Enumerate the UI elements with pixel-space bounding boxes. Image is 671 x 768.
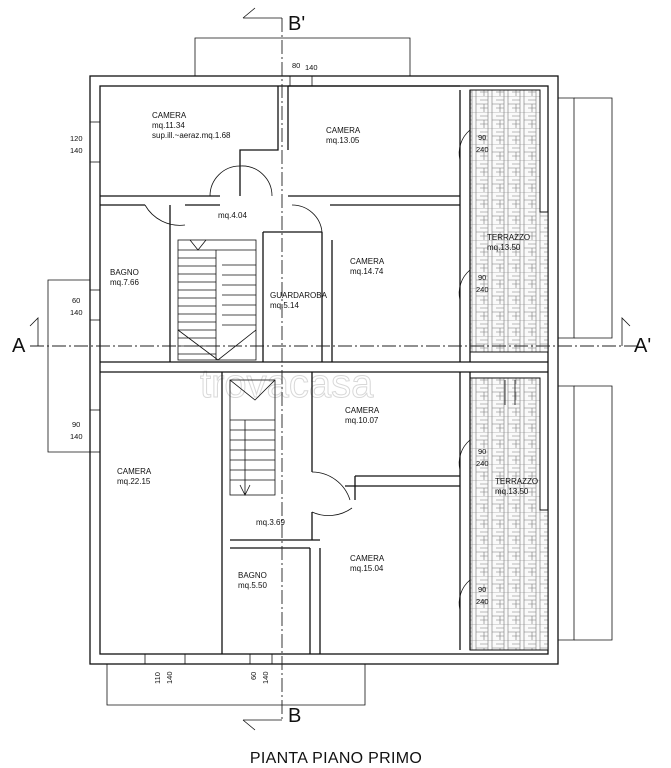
watermark: trovacasa xyxy=(200,362,374,406)
window-bottom-2-height: 140 xyxy=(261,671,270,684)
window-left-2-height: 140 xyxy=(70,308,83,317)
room-camera-2-name: CAMERA xyxy=(326,126,361,135)
room-camera-2-area: mq.13.05 xyxy=(326,136,360,145)
window-right-4-width: 90 xyxy=(478,585,486,594)
section-label-a: A xyxy=(12,335,26,357)
window-bottom-2-width: 60 xyxy=(249,672,258,680)
room-bagno-2-name: BAGNO xyxy=(238,571,267,580)
room-terrazzo-2-name: TERRAZZO xyxy=(495,477,538,486)
room-camera-5-name: CAMERA xyxy=(117,467,152,476)
window-right-1-width: 90 xyxy=(478,133,486,142)
room-camera-1-area: mq.11.34 xyxy=(152,121,185,130)
window-right-1-height: 240 xyxy=(476,145,489,154)
room-guardaroba-name: GUARDAROBA xyxy=(270,291,328,300)
window-right-3-height: 240 xyxy=(476,459,489,468)
room-camera-3-name: CAMERA xyxy=(350,257,385,266)
room-camera-6-name: CAMERA xyxy=(350,554,385,563)
room-guardaroba-area: mq.5.14 xyxy=(270,301,299,310)
terraces xyxy=(459,89,549,651)
window-right-3-width: 90 xyxy=(478,447,486,456)
window-right-2-height: 240 xyxy=(476,285,489,294)
window-top-height: 140 xyxy=(305,63,318,72)
room-camera-1-name: CAMERA xyxy=(152,111,187,120)
window-left-3-width: 90 xyxy=(72,420,80,429)
section-lines xyxy=(29,7,640,731)
window-left-1-height: 140 xyxy=(70,146,83,155)
section-label-b-prime: B' xyxy=(288,13,305,35)
window-right-2-width: 90 xyxy=(478,273,486,282)
window-top-width: 80 xyxy=(292,61,300,70)
window-marks xyxy=(89,75,313,665)
interior-walls-upper xyxy=(100,85,471,362)
room-camera-3-area: mq.14.74 xyxy=(350,267,384,276)
room-camera-1-extra: sup.ill.~aeraz.mq.1.68 xyxy=(152,131,231,140)
room-terrazzo-2-area: mq.13.50 xyxy=(495,487,529,496)
room-terrazzo-1-area: mq.13.50 xyxy=(487,243,521,252)
window-left-3-height: 140 xyxy=(70,432,83,441)
window-right-4-height: 240 xyxy=(476,597,489,606)
window-left-1-width: 120 xyxy=(70,134,83,143)
section-label-a-prime: A' xyxy=(634,335,651,357)
room-bagno-1-name: BAGNO xyxy=(110,268,139,277)
room-disimpegno-2-area: mq.3.69 xyxy=(256,518,285,527)
room-camera-6-area: mq.15.04 xyxy=(350,564,384,573)
room-camera-4-area: mq.10.07 xyxy=(345,416,379,425)
room-terrazzo-1-name: TERRAZZO xyxy=(487,233,530,242)
room-camera-5-area: mq.22.15 xyxy=(117,477,151,486)
plan-title: PIANTA PIANO PRIMO xyxy=(250,750,422,767)
window-bottom-1-height: 140 xyxy=(165,671,174,684)
room-camera-4-name: CAMERA xyxy=(345,406,380,415)
window-left-2-width: 60 xyxy=(72,296,80,305)
window-bottom-1-width: 110 xyxy=(153,672,162,684)
room-bagno-2-area: mq.5.50 xyxy=(238,581,267,590)
section-label-b: B xyxy=(288,705,301,727)
room-disimpegno-1-area: mq.4.04 xyxy=(218,211,247,220)
room-bagno-1-area: mq.7.66 xyxy=(110,278,139,287)
interior-walls-lower xyxy=(221,372,516,654)
